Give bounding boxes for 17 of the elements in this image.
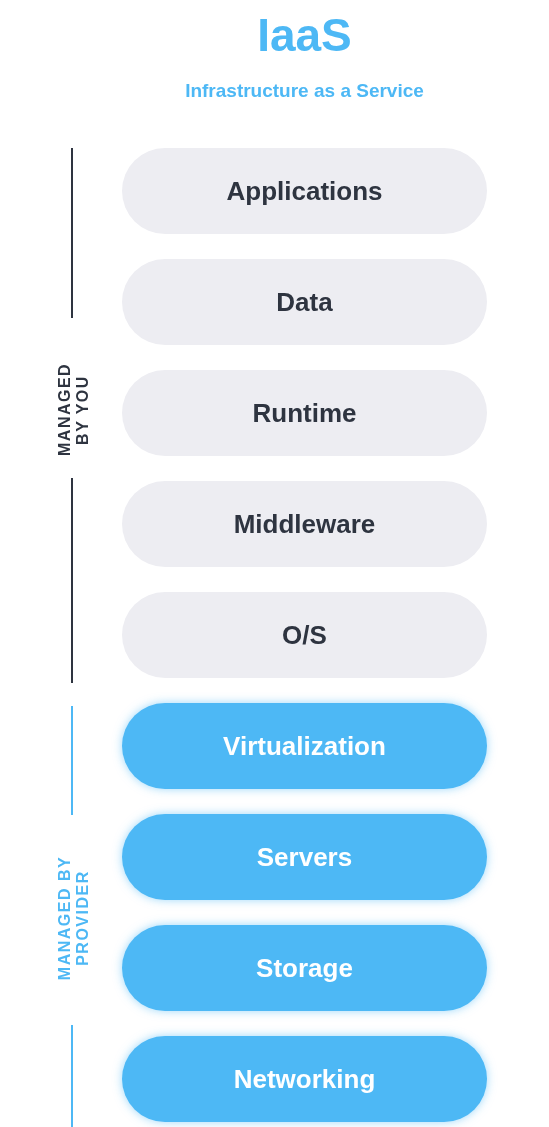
layer-pill (122, 703, 487, 789)
layer-label: Storage (256, 952, 353, 984)
layer-label: Virtualization (223, 730, 386, 762)
layer-label: Networking (233, 1063, 376, 1095)
layer-pill (122, 1036, 487, 1122)
layer-label: O/S (282, 619, 327, 651)
layer-label: Middleware (233, 508, 376, 540)
layer-label: Applications (226, 175, 383, 207)
layer-pill (122, 814, 487, 900)
layer-label: Data (276, 286, 333, 318)
side-label: MANAGED BY YOU (56, 364, 93, 456)
layer-label: Runtime (252, 397, 357, 429)
subtitle: Infrastructure as a Service (184, 80, 425, 102)
layer-pill (122, 925, 487, 1011)
layer-label: Servers (256, 841, 353, 873)
side-label: MANAGED BY PROVIDER (56, 854, 93, 982)
title: IaaS (256, 8, 353, 62)
